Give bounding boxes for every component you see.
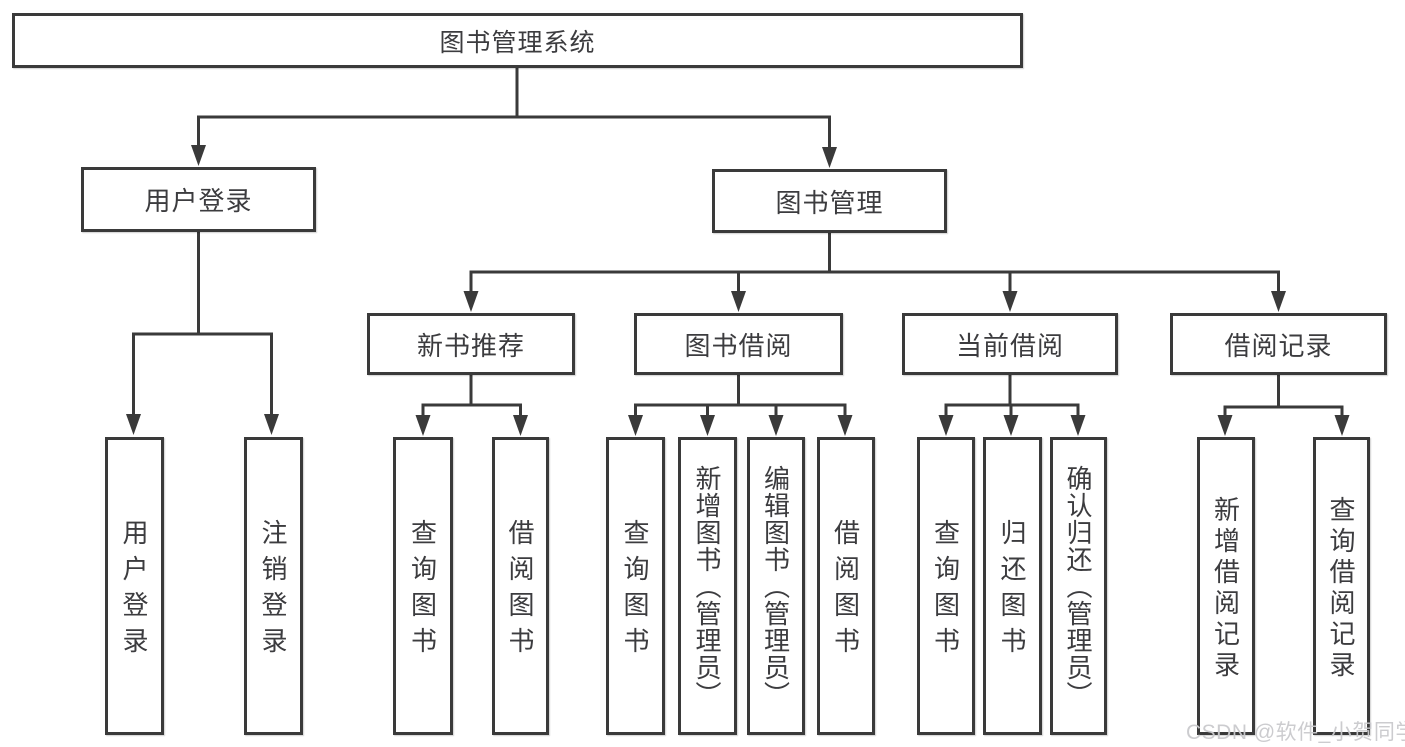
leaf-borrow-book-recommend: 借阅图书 (492, 437, 549, 735)
connector-borrow-fork (628, 375, 853, 436)
leaf-edit-book-admin: 编辑图书（管理员） (747, 437, 805, 735)
leaf-query-book-current: 查询图书 (917, 437, 975, 735)
node-book-manage-label: 图书管理 (775, 187, 884, 218)
leaf-add-borrow-record: 新增借阅记录 (1197, 437, 1255, 735)
leaf-query-borrow-record: 查询借阅记录 (1313, 437, 1370, 735)
leaf-return-book: 归还图书 (983, 437, 1042, 735)
node-book-borrow-label: 图书借阅 (684, 330, 793, 361)
node-root-label: 图书管理系统 (439, 28, 596, 57)
leaf-add-book-admin: 新增图书（管理员） (678, 437, 737, 735)
connector-record-fork (1217, 375, 1350, 436)
node-borrow-record: 借阅记录 (1170, 313, 1387, 375)
node-user-login: 用户登录 (81, 167, 316, 232)
connector-newbook-fork (415, 375, 528, 436)
leaf-query-book-borrow: 查询图书 (606, 437, 665, 735)
connector-login-fork (126, 232, 279, 435)
node-book-borrow: 图书借阅 (634, 313, 843, 375)
node-new-book: 新书推荐 (367, 313, 575, 375)
leaf-user-login: 用户登录 (105, 437, 164, 735)
node-new-book-label: 新书推荐 (416, 330, 525, 361)
leaf-query-book-recommend: 查询图书 (393, 437, 453, 735)
node-user-login-label: 用户登录 (144, 186, 253, 216)
connector-current-fork (938, 375, 1086, 436)
node-current-borrow-label: 当前借阅 (955, 330, 1064, 361)
csdn-watermark: CSDN @软件_小贺同学 (1186, 721, 1405, 744)
leaf-borrow-book: 借阅图书 (817, 437, 875, 735)
node-current-borrow: 当前借阅 (902, 313, 1118, 375)
connector-root-to-level2 (191, 68, 837, 168)
node-book-manage: 图书管理 (712, 169, 947, 233)
node-borrow-record-label: 借阅记录 (1224, 330, 1333, 361)
node-root: 图书管理系统 (12, 13, 1023, 68)
leaf-logout: 注销登录 (244, 437, 303, 735)
leaf-confirm-return-admin: 确认归还（管理员） (1050, 437, 1107, 735)
connector-manage-to-level3 (463, 233, 1286, 312)
